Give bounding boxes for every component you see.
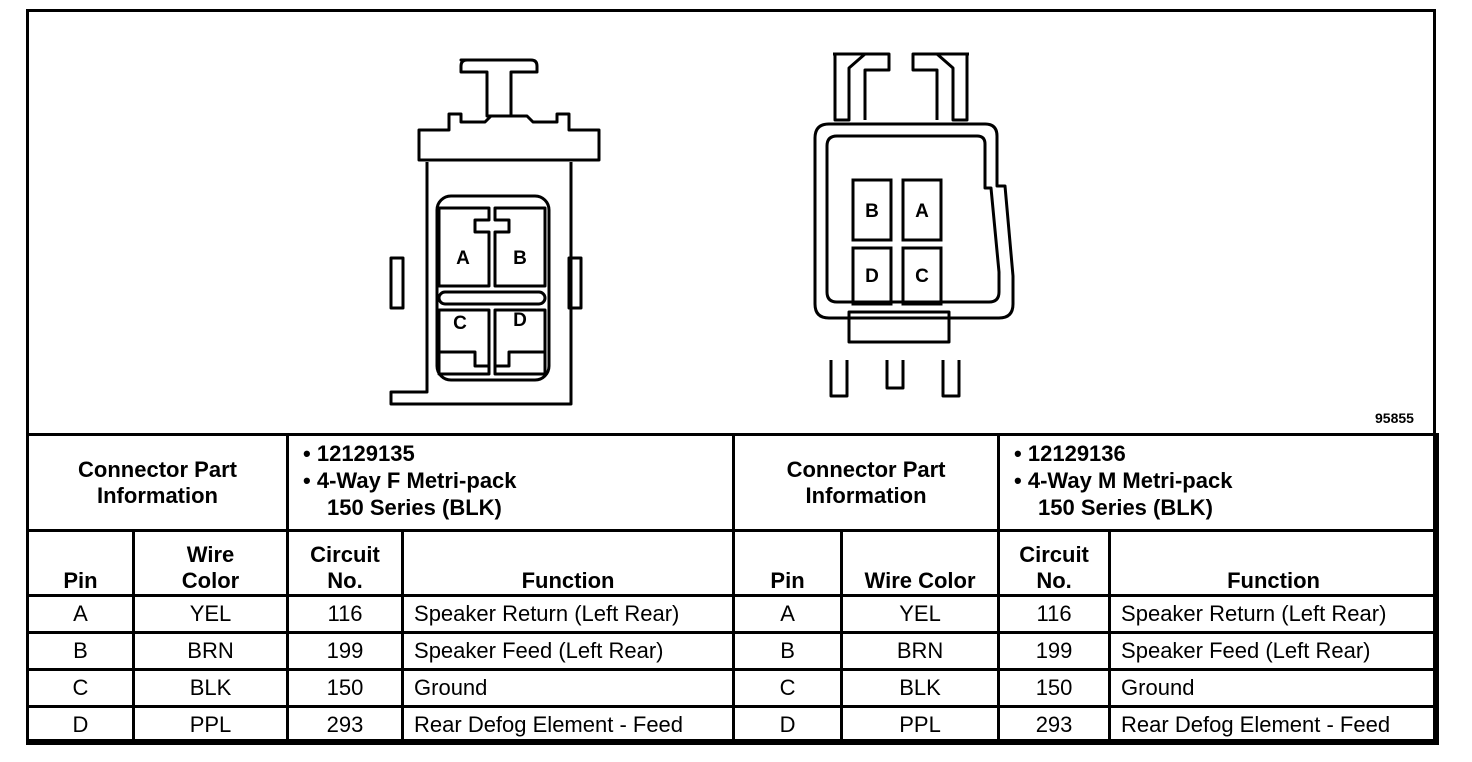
- part-description-left: 4-Way F Metri-pack: [316, 468, 517, 493]
- table-row: B BRN 199 Speaker Feed (Left Rear) B BRN…: [26, 631, 1440, 671]
- male-pin-label-d: D: [865, 266, 879, 287]
- female-pin-label-a: A: [456, 248, 470, 269]
- part-info-left: • 12129135 • 4-Way F Metri-pack 150 Seri…: [286, 433, 736, 532]
- part-description-right: 4-Way M Metri-pack: [1027, 468, 1233, 493]
- col-pin-right: Pin: [732, 529, 844, 597]
- female-pin-label-c: C: [453, 313, 467, 334]
- col-pin-left: Pin: [26, 529, 135, 597]
- col-function-left: Function: [401, 529, 736, 597]
- male-pin-label-b: B: [865, 201, 879, 222]
- female-pin-label-b: B: [513, 248, 527, 269]
- part-info-row: Connector Part Information • 12129135 • …: [25, 433, 1440, 532]
- part-number-left: 12129135: [316, 441, 415, 466]
- part-info-title-left: Connector Part Information: [25, 433, 290, 532]
- part-series-left: 150 Series (BLK): [327, 495, 502, 520]
- female-pin-label-d: D: [513, 310, 527, 331]
- part-number-right: 12129136: [1027, 441, 1126, 466]
- table-row: A YEL 116 Speaker Return (Left Rear) A Y…: [26, 594, 1440, 634]
- part-info-right: • 12129136 • 4-Way M Metri-pack 150 Seri…: [997, 433, 1440, 532]
- connector-info-table: Connector Part Information • 12129135 • …: [25, 433, 1440, 745]
- table-row: C BLK 150 Ground C BLK 150 Ground: [26, 668, 1440, 708]
- male-connector-face: [813, 52, 1015, 398]
- male-pin-label-a: A: [915, 201, 929, 222]
- col-wire-color-right: Wire Color: [840, 529, 1001, 597]
- female-connector-face: [389, 58, 601, 406]
- diagram-frame: A B C D B A D C 95855 Connector Part Inf…: [25, 9, 1440, 745]
- part-series-right: 150 Series (BLK): [1038, 495, 1213, 520]
- connector-drawings: A B C D B A D C 95855: [29, 12, 1433, 432]
- table-row: D PPL 293 Rear Defog Element - Feed D PP…: [26, 705, 1440, 745]
- part-info-title-right: Connector Part Information: [732, 433, 1001, 532]
- col-function-right: Function: [1108, 529, 1440, 597]
- male-pin-label-c: C: [915, 266, 929, 287]
- connector-illustration: A B C D B A D C: [389, 52, 1015, 406]
- figure-number: 95855: [1375, 410, 1414, 426]
